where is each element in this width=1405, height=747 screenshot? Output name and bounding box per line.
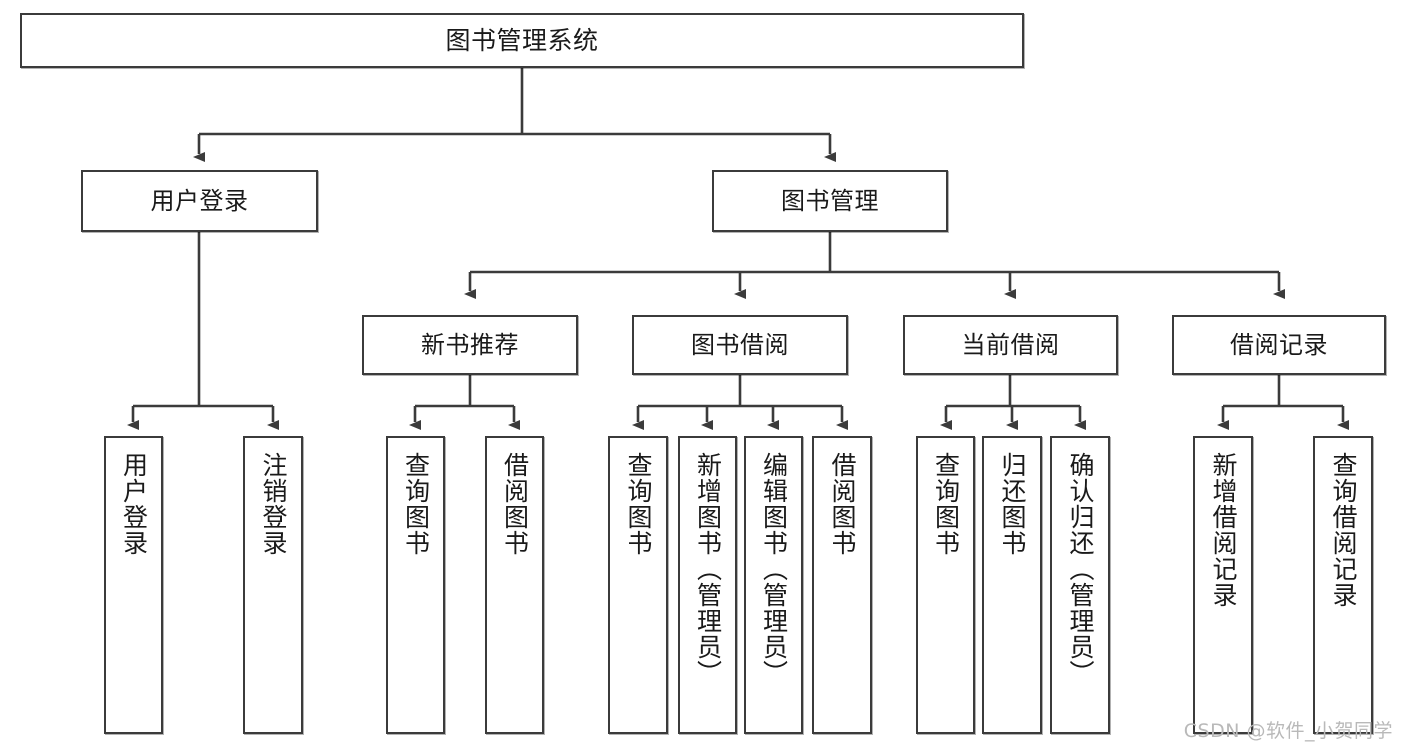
leaf-add-book-admin-label: 新增图书（管理员） <box>693 452 723 686</box>
leaf-add-borrow-record[interactable]: 新增借阅记录 <box>1193 436 1253 734</box>
node-book-borrow[interactable]: 图书借阅 <box>632 315 848 375</box>
leaf-edit-book-admin-label: 编辑图书（管理员） <box>759 452 789 686</box>
node-book-management[interactable]: 图书管理 <box>712 170 948 232</box>
leaf-confirm-return-admin-label: 确认归还（管理员） <box>1066 452 1095 686</box>
leaf-borrow-book[interactable]: 借阅图书 <box>812 436 872 734</box>
node-root[interactable]: 图书管理系统 <box>20 13 1024 68</box>
node-borrow-record[interactable]: 借阅记录 <box>1172 315 1386 375</box>
leaf-user-login[interactable]: 用户登录 <box>104 436 163 734</box>
leaf-return-book[interactable]: 归还图书 <box>982 436 1042 734</box>
leaf-query-borrow-record[interactable]: 查询借阅记录 <box>1313 436 1373 734</box>
node-new-book-recommend-label: 新书推荐 <box>421 330 519 359</box>
leaf-user-login-label: 用户登录 <box>119 452 149 556</box>
node-root-label: 图书管理系统 <box>445 25 599 55</box>
node-current-borrow[interactable]: 当前借阅 <box>903 315 1118 375</box>
leaf-query-book-current[interactable]: 查询图书 <box>916 436 975 734</box>
node-current-borrow-label: 当前借阅 <box>961 330 1060 359</box>
leaf-logout-label: 注销登录 <box>259 452 288 556</box>
leaf-borrow-book-recommend[interactable]: 借阅图书 <box>485 436 544 734</box>
leaf-confirm-return-admin[interactable]: 确认归还（管理员） <box>1050 436 1110 734</box>
node-user-login[interactable]: 用户登录 <box>81 170 318 232</box>
leaf-query-book-recommend[interactable]: 查询图书 <box>386 436 445 734</box>
csdn-watermark: CSDN @软件_小贺同学 <box>1183 720 1393 742</box>
leaf-edit-book-admin[interactable]: 编辑图书（管理员） <box>744 436 803 734</box>
leaf-query-book-borrow[interactable]: 查询图书 <box>608 436 668 734</box>
node-book-management-label: 图书管理 <box>781 186 879 215</box>
leaf-query-borrow-record-label: 查询借阅记录 <box>1329 452 1358 608</box>
node-borrow-record-label: 借阅记录 <box>1230 330 1328 359</box>
node-user-login-label: 用户登录 <box>150 186 249 215</box>
leaf-query-book-current-label: 查询图书 <box>931 452 961 556</box>
leaf-add-borrow-record-label: 新增借阅记录 <box>1209 452 1238 608</box>
leaf-query-book-recommend-label: 查询图书 <box>401 452 431 556</box>
node-book-borrow-label: 图书借阅 <box>691 330 789 359</box>
node-new-book-recommend[interactable]: 新书推荐 <box>362 315 578 375</box>
leaf-logout[interactable]: 注销登录 <box>243 436 303 734</box>
leaf-add-book-admin[interactable]: 新增图书（管理员） <box>678 436 737 734</box>
leaf-return-book-label: 归还图书 <box>998 452 1027 556</box>
leaf-borrow-book-recommend-label: 借阅图书 <box>500 452 530 556</box>
leaf-borrow-book-label: 借阅图书 <box>828 452 857 556</box>
leaf-query-book-borrow-label: 查询图书 <box>624 452 653 556</box>
